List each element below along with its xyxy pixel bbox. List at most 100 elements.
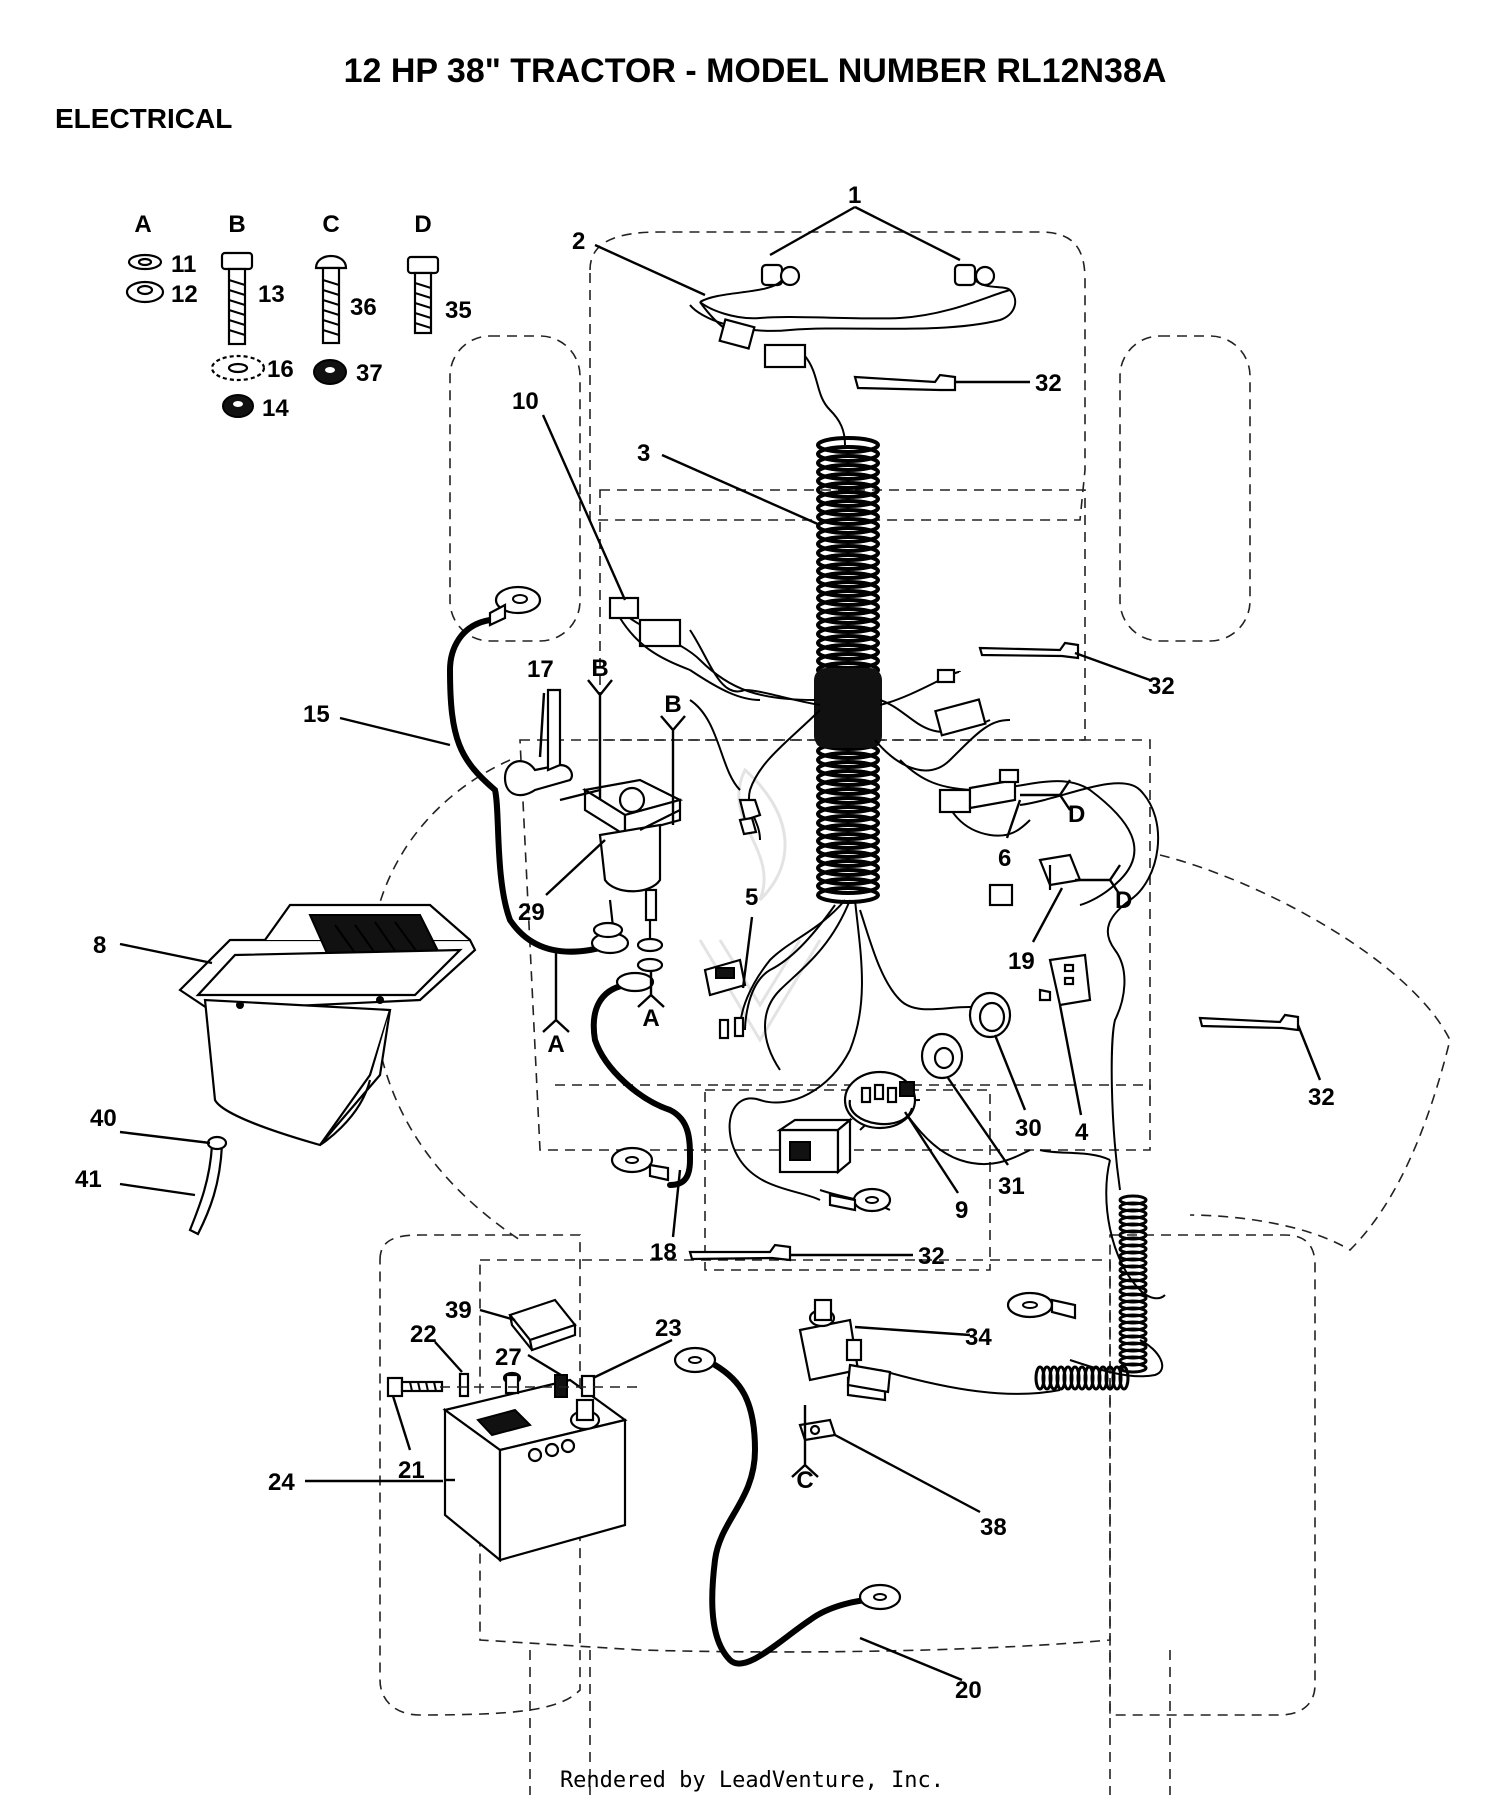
callout-21: 21 <box>398 1457 425 1484</box>
battery-part-24 <box>442 1371 628 1563</box>
conduit-coil-ring <box>816 436 880 454</box>
conduit-coil-ring <box>816 562 880 580</box>
conduit-coil-ring <box>816 616 880 634</box>
tractor-outline <box>368 231 1451 1795</box>
cable-tie-part-32-bottom <box>688 1243 792 1262</box>
leadventure-watermark <box>698 767 822 1043</box>
conduit-coil-ring <box>816 445 880 463</box>
conduit-coil-ring <box>816 850 880 868</box>
callout-22: 22 <box>410 1321 437 1348</box>
conduit-coil-ring <box>816 454 880 472</box>
connector-34b <box>846 1363 892 1394</box>
conduit-coil-ring <box>816 544 880 562</box>
grommet-part-30 <box>968 991 1012 1039</box>
hardware-key: A B C D <box>125 211 472 422</box>
terminal-nut-part-23 <box>580 1374 596 1398</box>
terminal-boot-part-17 <box>503 688 574 797</box>
headlight-harness <box>689 263 1017 446</box>
main-wiring-harness <box>608 596 1166 1395</box>
callout-17: 17 <box>527 656 554 683</box>
drain-tube-part-41 <box>188 1135 228 1236</box>
cable-tie-part-32-right <box>978 641 1080 660</box>
conduit-coil-ring <box>816 499 880 517</box>
callout-32-bottom: 32 <box>918 1243 945 1270</box>
lead-ring-terminal <box>1006 1291 1077 1320</box>
attach-marker-c-1-letter: C <box>796 1467 813 1494</box>
callout-15: 15 <box>303 701 330 728</box>
terminal-nut-part-27 <box>554 1374 568 1398</box>
callout-32-top: 32 <box>1035 370 1062 397</box>
conduit-coil-ring <box>816 868 880 886</box>
attach-marker-a-1: A <box>542 950 570 1058</box>
conduit-coil-ring <box>816 814 880 832</box>
relay-part-9 <box>843 1070 917 1130</box>
attach-marker-d-1: D <box>1020 779 1085 828</box>
callout-4: 4 <box>1075 1119 1089 1146</box>
interlock-switch-part-6 <box>938 768 1020 814</box>
conduit-coil-ring <box>816 463 880 481</box>
conduit-coil-ring <box>816 607 880 625</box>
attach-marker-b-1: B <box>587 655 613 800</box>
callout-37: 37 <box>356 360 383 387</box>
conduit-coil-ring <box>816 886 880 904</box>
callout-23: 23 <box>655 1315 682 1342</box>
ground-cable-part-20 <box>673 1346 902 1667</box>
callout-32-right: 32 <box>1148 673 1175 700</box>
attach-marker-b-1-letter: B <box>591 655 608 682</box>
module-part-4 <box>1038 953 1092 1007</box>
conduit-coil-ring <box>816 580 880 598</box>
harness-connector-block <box>776 1117 854 1175</box>
conduit-coil-ring <box>816 535 880 553</box>
conduit-coil-ring <box>816 760 880 778</box>
terminal-spacer-part-22 <box>458 1372 470 1398</box>
conduit-coil-ring <box>816 508 880 526</box>
callout-18: 18 <box>650 1239 677 1266</box>
callout-12: 12 <box>171 281 198 308</box>
solenoid-terminal-washers <box>592 921 664 973</box>
callout-3: 3 <box>637 440 650 467</box>
attach-marker-d-2: D <box>1075 864 1132 914</box>
conduit-coil-ring <box>816 751 880 769</box>
ground-ring-terminal <box>828 1187 892 1213</box>
conduit-coil-ring <box>816 769 880 787</box>
callout-16: 16 <box>267 356 294 383</box>
callout-10: 10 <box>512 388 539 415</box>
conduit-junction-band <box>814 668 882 748</box>
callout-2: 2 <box>572 228 585 255</box>
attach-marker-c-1: C <box>791 1405 819 1494</box>
attach-marker-d-1-letter: D <box>1068 801 1085 828</box>
callout-9: 9 <box>955 1197 968 1224</box>
callout-27: 27 <box>495 1344 522 1371</box>
coiled-lead <box>1034 1194 1148 1391</box>
callout-30: 30 <box>1015 1115 1042 1142</box>
callout-leader-lines <box>119 205 1322 1682</box>
callout-6: 6 <box>998 845 1011 872</box>
conduit-coil-ring <box>816 787 880 805</box>
callout-40: 40 <box>90 1105 117 1132</box>
attach-marker-d-2-letter: D <box>1115 887 1132 914</box>
hardware-group-c-letter: C <box>322 211 339 238</box>
callout-19: 19 <box>1008 948 1035 975</box>
hex-nut-part-14 <box>222 394 254 418</box>
conduit-coil-ring <box>816 517 880 535</box>
hex-bolt-part-13 <box>220 251 254 346</box>
conduit-coil-ring <box>816 481 880 499</box>
callout-13: 13 <box>258 281 285 308</box>
attach-marker-a-1-letter: A <box>547 1031 564 1058</box>
callout-31: 31 <box>998 1173 1025 1200</box>
conduit-coil-ring <box>816 490 880 508</box>
conduit-coil-ring <box>816 625 880 643</box>
conduit-coil-ring <box>816 598 880 616</box>
cable-tie-part-32-top <box>853 373 957 392</box>
callout-20: 20 <box>955 1677 982 1704</box>
cable-tie-part-32-far-right <box>1198 1013 1300 1032</box>
attach-marker-b-2: B <box>660 691 686 825</box>
starter-solenoid-part-29 <box>559 778 684 946</box>
conduit-coil-ring <box>816 823 880 841</box>
battery-pad-part-39 <box>508 1298 577 1352</box>
conduit-coil-ring <box>816 589 880 607</box>
callout-5: 5 <box>745 884 758 911</box>
conduit-coil-ring <box>816 877 880 895</box>
fuel-solenoid-part-34 <box>798 1298 887 1402</box>
